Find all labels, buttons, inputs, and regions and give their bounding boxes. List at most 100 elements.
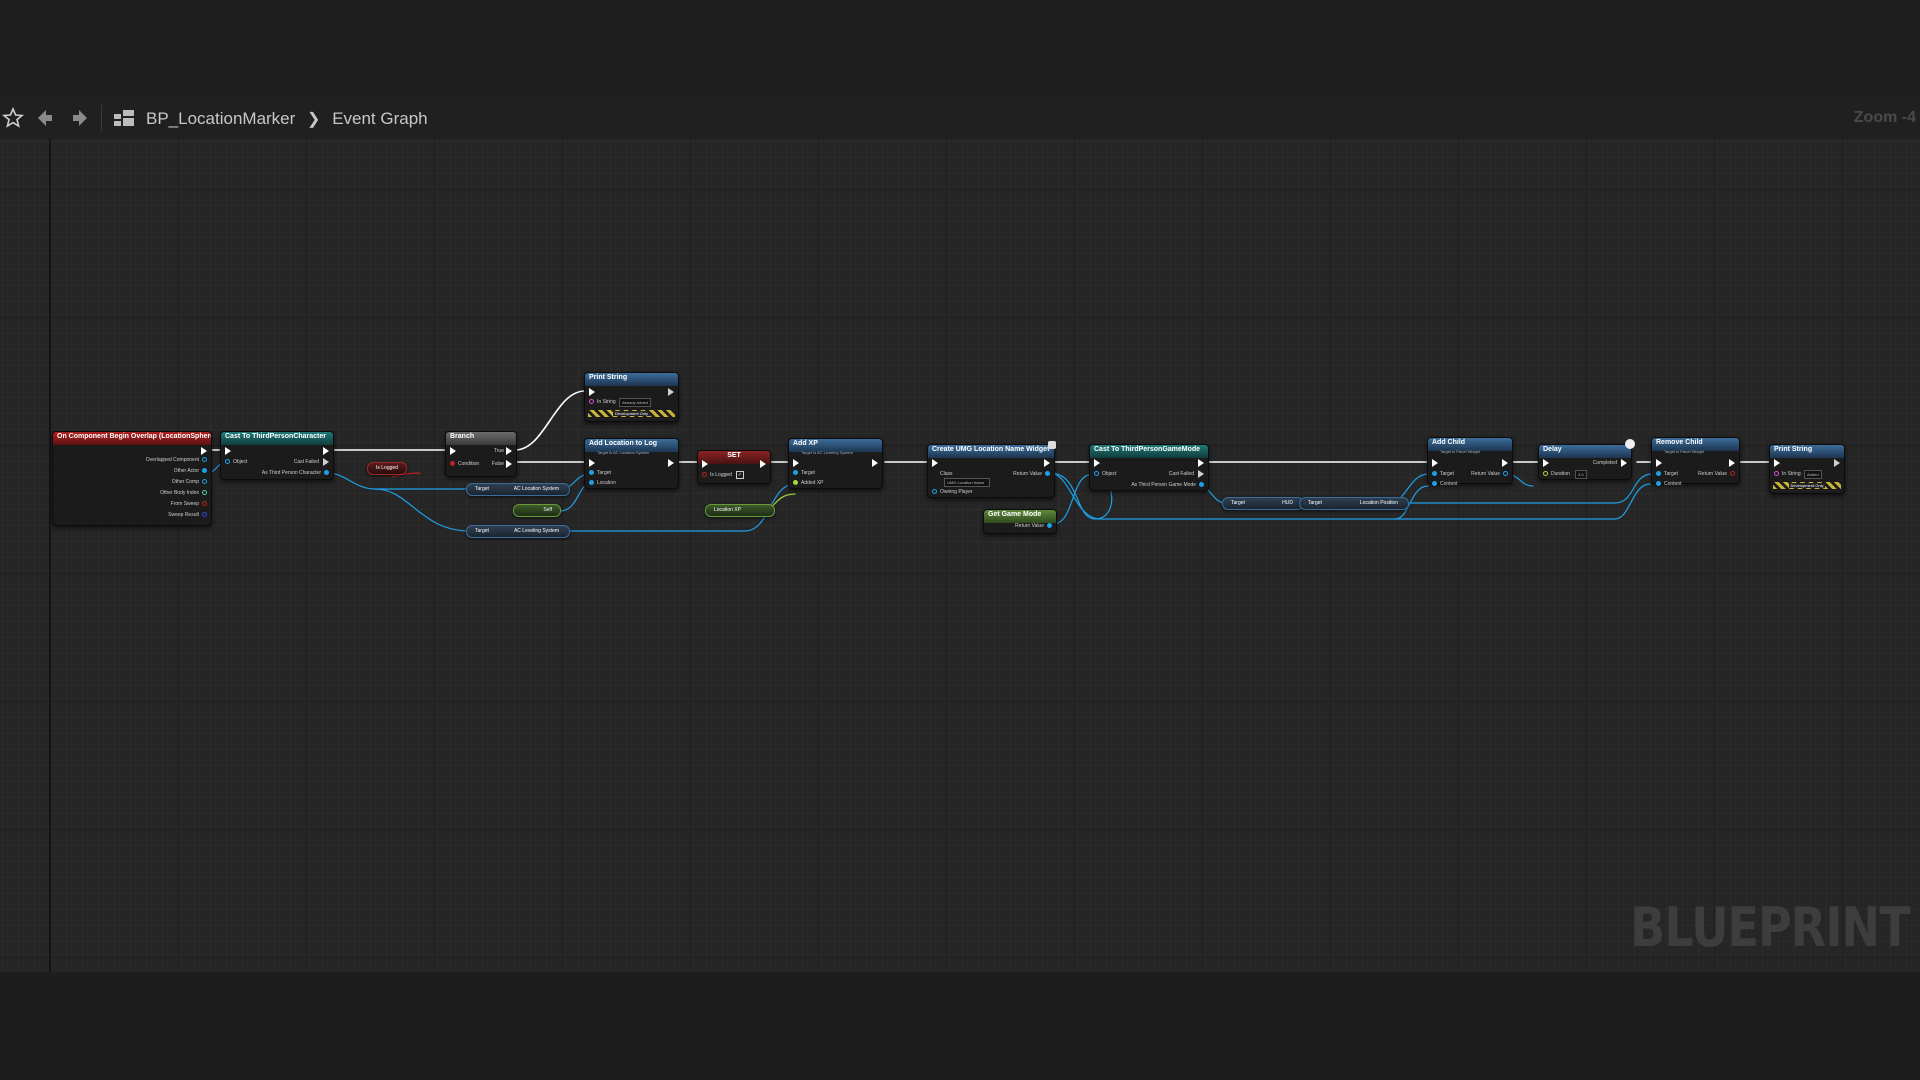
- object-pin[interactable]: [202, 457, 207, 462]
- bool-pin[interactable]: [450, 461, 455, 466]
- exec-in-pin[interactable]: [450, 447, 456, 455]
- exec-in-pin[interactable]: [702, 460, 708, 468]
- exec-in-pin[interactable]: [1656, 459, 1662, 467]
- node-print-string-added[interactable]: Print String In String Added Development…: [1769, 444, 1845, 494]
- exec-out-pin[interactable]: [1834, 459, 1840, 467]
- exec-in-pin[interactable]: [1543, 459, 1549, 467]
- exec-out-pin[interactable]: [1198, 470, 1204, 478]
- exec-out-pin[interactable]: [201, 447, 207, 455]
- forward-arrow-icon[interactable]: [67, 105, 93, 131]
- exec-in-pin[interactable]: [1094, 459, 1100, 467]
- exec-in-pin[interactable]: [1432, 459, 1438, 467]
- exec-out-pin[interactable]: [506, 460, 512, 468]
- object-pin[interactable]: [589, 480, 594, 485]
- exec-in-pin[interactable]: [589, 388, 595, 396]
- node-create-umg-location-name-widget[interactable]: Create UMG Location Name Widget Class Re…: [927, 441, 1056, 498]
- getter-hud[interactable]: Target HUD: [1222, 497, 1304, 510]
- object-pin[interactable]: [225, 459, 230, 464]
- pin-label: Completed: [1592, 460, 1617, 466]
- object-pin[interactable]: [1656, 471, 1661, 476]
- getter-is-logged[interactable]: Is Logged: [367, 462, 407, 475]
- exec-in-pin[interactable]: [793, 459, 799, 467]
- int-pin[interactable]: [202, 490, 207, 495]
- node-title: Print String: [1770, 445, 1844, 458]
- node-remove-child[interactable]: Remove Child Target is Panel Widget Targ…: [1651, 437, 1740, 487]
- breadcrumb: BP_LocationMarker ❯ Event Graph: [146, 108, 428, 129]
- getter-location-position[interactable]: Target Location Position: [1299, 497, 1409, 510]
- getter-location-xp[interactable]: Location XP: [705, 504, 775, 517]
- object-pin[interactable]: [202, 468, 207, 473]
- pin-label: Target: [475, 486, 489, 492]
- node-get-game-mode[interactable]: Get Game Mode Return Value: [983, 509, 1057, 534]
- node-delay[interactable]: Delay Completed Duration 3.0: [1538, 439, 1635, 480]
- object-pin[interactable]: [1094, 471, 1099, 476]
- bool-pin[interactable]: [702, 472, 707, 477]
- exec-out-pin[interactable]: [323, 458, 329, 466]
- getter-self[interactable]: Self: [513, 504, 561, 517]
- object-pin[interactable]: [1656, 481, 1661, 486]
- node-cast-to-third-person-character[interactable]: Cast To ThirdPersonCharacter Object Cast…: [220, 431, 334, 480]
- in-string-field[interactable]: Already Added: [619, 398, 652, 407]
- struct-pin[interactable]: [202, 512, 207, 517]
- exec-out-pin[interactable]: [668, 388, 674, 396]
- bool-pin[interactable]: [1730, 471, 1735, 476]
- object-pin[interactable]: [1047, 523, 1052, 528]
- node-branch[interactable]: Branch True Condition False: [445, 431, 517, 477]
- exec-out-pin[interactable]: [1502, 459, 1508, 467]
- exec-in-pin[interactable]: [1774, 459, 1780, 467]
- node-on-component-begin-overlap[interactable]: On Component Begin Overlap (LocationSphe…: [52, 431, 212, 526]
- is-logged-checkbox[interactable]: ✓: [736, 471, 744, 479]
- pin-label: As Third Person Character: [261, 470, 321, 476]
- float-pin[interactable]: [1543, 471, 1548, 476]
- exec-in-pin[interactable]: [225, 447, 231, 455]
- pin-label: Content: [1664, 481, 1682, 487]
- node-cast-to-third-person-game-mode[interactable]: Cast To ThirdPersonGameMode Object Cast …: [1089, 444, 1209, 491]
- node-add-child[interactable]: Add Child Target is Panel Widget Target …: [1427, 437, 1513, 487]
- exec-out-pin[interactable]: [1044, 459, 1050, 467]
- blueprint-watermark: BLUEPRINT: [1630, 896, 1911, 959]
- node-title: Add XP: [789, 439, 882, 452]
- node-add-xp[interactable]: Add XP Target is AC Leveling System Targ…: [788, 438, 883, 489]
- object-pin[interactable]: [1503, 471, 1508, 476]
- string-pin[interactable]: [589, 399, 594, 404]
- node-title: Create UMG Location Name Widget: [928, 445, 1054, 458]
- exec-out-pin[interactable]: [872, 459, 878, 467]
- node-add-location-to-log[interactable]: Add Location to Log Target is AC Locatio…: [584, 438, 679, 489]
- event-graph-canvas[interactable]: On Component Begin Overlap (LocationSphe…: [0, 139, 1920, 972]
- exec-out-pin[interactable]: [1729, 459, 1735, 467]
- float-pin[interactable]: [793, 480, 798, 485]
- node-print-string-already-added[interactable]: Print String In String Already Added Dev…: [584, 372, 679, 422]
- bool-pin[interactable]: [202, 501, 207, 506]
- exec-out-pin[interactable]: [760, 460, 766, 468]
- object-pin[interactable]: [793, 470, 798, 475]
- object-pin[interactable]: [1045, 471, 1050, 476]
- exec-out-pin[interactable]: [1198, 459, 1204, 467]
- exec-in-pin[interactable]: [932, 459, 938, 467]
- exec-out-pin[interactable]: [506, 447, 512, 455]
- object-pin[interactable]: [1432, 481, 1437, 486]
- breadcrumb-blueprint[interactable]: BP_LocationMarker: [146, 108, 296, 128]
- in-string-field[interactable]: Added: [1804, 470, 1822, 479]
- pin-label: Target: [1231, 500, 1245, 506]
- class-select[interactable]: UMG Location Name: [944, 478, 990, 487]
- exec-out-pin[interactable]: [323, 447, 329, 455]
- breadcrumb-graph[interactable]: Event Graph: [332, 108, 428, 128]
- object-pin[interactable]: [1199, 482, 1204, 487]
- exec-in-pin[interactable]: [589, 459, 595, 467]
- object-pin[interactable]: [324, 470, 329, 475]
- pin-label: Target: [597, 470, 611, 476]
- exec-out-pin[interactable]: [1621, 459, 1627, 467]
- object-pin[interactable]: [202, 479, 207, 484]
- node-set-is-logged[interactable]: SET Is Logged ✓: [697, 450, 771, 484]
- pin-label: Target: [1664, 471, 1678, 477]
- exec-out-pin[interactable]: [668, 459, 674, 467]
- favorite-star-icon[interactable]: [0, 105, 26, 131]
- object-pin[interactable]: [589, 470, 594, 475]
- getter-ac-leveling-system[interactable]: Target AC Leveling System: [466, 525, 570, 538]
- object-pin[interactable]: [932, 489, 937, 494]
- duration-field[interactable]: 3.0: [1575, 470, 1587, 479]
- back-arrow-icon[interactable]: [32, 105, 58, 131]
- string-pin[interactable]: [1774, 471, 1779, 476]
- object-pin[interactable]: [1432, 471, 1437, 476]
- getter-ac-location-system[interactable]: Target AC Location System: [466, 483, 570, 496]
